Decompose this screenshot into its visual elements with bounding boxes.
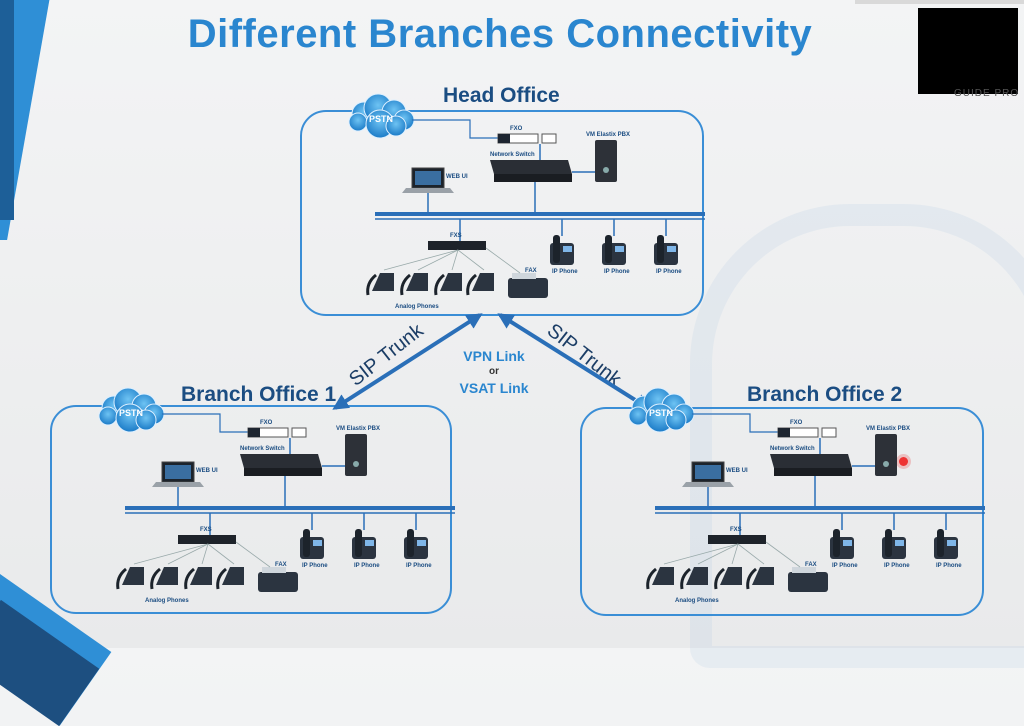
fax-machine-icon [258, 572, 298, 592]
ip-phone-icon [934, 529, 958, 559]
pbx-label: VM Elastix PBX [586, 132, 630, 138]
ip-phone-icon [882, 529, 906, 559]
ip-phone-label: IP Phone [604, 269, 630, 275]
analog-phone-icon [400, 273, 428, 296]
fax-machine-icon [508, 278, 548, 298]
ip-phone-label: IP Phone [656, 269, 682, 275]
analog-phones-label: Analog Phones [145, 598, 189, 604]
fxs-label: FXS [450, 233, 462, 239]
fxo-label: FXO [260, 420, 273, 426]
branch-office-2-box [580, 407, 984, 616]
pbx-server-icon [595, 140, 617, 182]
pbx-server-icon [345, 434, 367, 476]
web-ui-label: WEB UI [446, 174, 468, 180]
fxo-label: FXO [510, 126, 523, 132]
fxs-label: FXS [730, 527, 742, 533]
pstn-cloud-icon: PSTN [628, 387, 695, 433]
fax-machine-icon [788, 572, 828, 592]
analog-phones-label: Analog Phones [675, 598, 719, 604]
fax-label: FAX [805, 562, 817, 568]
left-accent-stripe-dark [0, 0, 14, 220]
analog-phone-icon [746, 567, 774, 590]
analog-phone-icon [680, 567, 708, 590]
head-office-label: Head Office [443, 84, 560, 107]
pstn-label: PSTN [649, 408, 673, 418]
network-switch-icon [490, 160, 572, 174]
branch-office-1-label: Branch Office 1 [181, 383, 337, 406]
cursor-highlight [899, 457, 908, 466]
web-ui-label: WEB UI [726, 468, 748, 474]
network-switch-icon [770, 454, 852, 468]
fxs-label: FXS [200, 527, 212, 533]
pbx-server-icon [875, 434, 897, 476]
pstn-fxo-line [692, 413, 778, 433]
ip-phone-icon [550, 235, 574, 265]
webcam-overlay-text: GUIDE PRO [954, 88, 1020, 99]
network-switch-icon [240, 454, 322, 468]
ip-phone-label: IP Phone [936, 563, 962, 569]
ip-phone-label: IP Phone [406, 563, 432, 569]
ip-phone-label: IP Phone [832, 563, 858, 569]
branch-office-2-label: Branch Office 2 [747, 383, 903, 406]
analog-phone-icon [116, 567, 144, 590]
analog-phone-icon [216, 567, 244, 590]
fxs-gateway-icon [178, 535, 236, 544]
vpn-link-or: or [489, 366, 499, 377]
ip-phone-icon [830, 529, 854, 559]
analog-phone-icon [434, 273, 462, 296]
analog-phone-icon [366, 273, 394, 296]
analog-phones-label: Analog Phones [395, 304, 439, 310]
analog-phone-icon [184, 567, 212, 590]
pbx-label: VM Elastix PBX [336, 426, 380, 432]
pstn-fxo-line [412, 119, 498, 139]
ip-phone-icon [404, 529, 428, 559]
fxo-label: FXO [790, 420, 803, 426]
pstn-label: PSTN [369, 114, 393, 124]
web-ui-label: WEB UI [196, 468, 218, 474]
ip-phone-icon [352, 529, 376, 559]
pstn-cloud-icon: PSTN [98, 387, 165, 433]
pstn-cloud-icon: PSTN [348, 93, 415, 139]
ip-phone-label: IP Phone [884, 563, 910, 569]
top-window-strip [855, 0, 1024, 4]
pstn-label: PSTN [119, 408, 143, 418]
fxs-gateway-icon [708, 535, 766, 544]
ip-phone-icon [654, 235, 678, 265]
fax-label: FAX [275, 562, 287, 568]
slide-title: Different Branches Connectivity [187, 12, 813, 56]
ip-phone-icon [300, 529, 324, 559]
pbx-label: VM Elastix PBX [866, 426, 910, 432]
sip-trunk-arrow-left [332, 313, 483, 410]
analog-phone-icon [466, 273, 494, 296]
switch-label: Network Switch [770, 446, 815, 452]
webcam-overlay[interactable] [918, 8, 1018, 94]
fxs-gateway-icon [428, 241, 486, 250]
analog-phone-icon [714, 567, 742, 590]
fax-label: FAX [525, 268, 537, 274]
pstn-fxo-line [162, 413, 248, 433]
analog-phone-icon [646, 567, 674, 590]
ip-phone-label: IP Phone [552, 269, 578, 275]
ip-phone-icon [602, 235, 626, 265]
sip-trunk-arrow-right [497, 313, 651, 410]
ip-phone-label: IP Phone [354, 563, 380, 569]
analog-phone-icon [150, 567, 178, 590]
switch-label: Network Switch [240, 446, 285, 452]
switch-label: Network Switch [490, 152, 535, 158]
ip-phone-label: IP Phone [302, 563, 328, 569]
